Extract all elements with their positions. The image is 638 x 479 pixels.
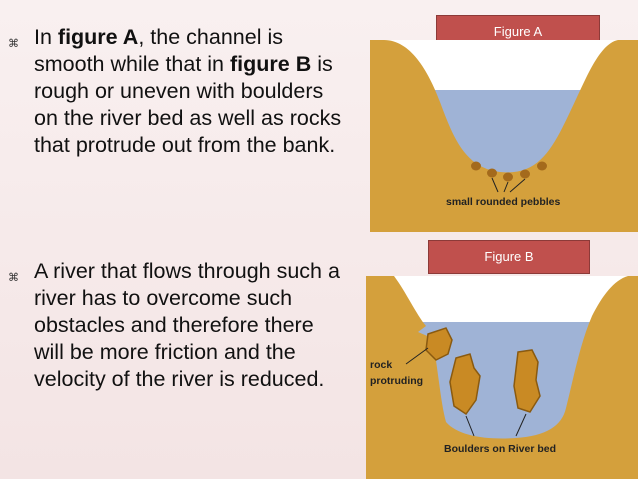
boulder-caption: Boulders on River bed <box>444 443 556 455</box>
pebble <box>537 161 547 171</box>
bullet-text-2: A river that flows through such a river … <box>34 259 340 391</box>
bullet-point-2: ⌘ A river that flows through such a rive… <box>8 258 348 393</box>
bullet-icon: ⌘ <box>8 37 19 50</box>
pointer-lines <box>491 177 526 193</box>
river-bank <box>370 40 638 232</box>
river-bank <box>366 276 638 479</box>
pointer-lines <box>405 347 527 437</box>
text-run: is rough or uneven with boulders on the … <box>34 52 342 157</box>
boulder <box>449 353 481 416</box>
figure-a-diagram: small rounded pebbles <box>370 40 638 232</box>
bullet-point-1: ⌘ In figure A, the channel is smooth whi… <box>8 24 348 159</box>
bullet-text-1: In figure A, the channel is smooth while… <box>34 24 348 159</box>
pebble <box>471 161 481 171</box>
text-run: , the channel is smooth while that in <box>34 25 283 76</box>
pebble <box>520 169 530 179</box>
rock-caption-line2: protruding <box>370 375 423 387</box>
figure-b-diagram: rock protruding Boulders on River bed <box>366 276 638 479</box>
text-run-bold: figure B <box>230 52 312 76</box>
text-run-bold: figure A <box>57 25 139 49</box>
pebble <box>487 168 497 178</box>
figure-b-svg: rock protruding Boulders on River bed <box>366 276 638 479</box>
boulder <box>513 349 541 413</box>
figure-b-label: Figure B <box>428 240 590 274</box>
rock-caption-line1: rock <box>370 359 392 371</box>
figure-a-caption: small rounded pebbles <box>446 196 561 208</box>
pebble <box>503 172 513 182</box>
figure-a-svg: small rounded pebbles <box>370 40 638 232</box>
text-run: In <box>34 25 58 49</box>
bullet-icon: ⌘ <box>8 271 19 284</box>
